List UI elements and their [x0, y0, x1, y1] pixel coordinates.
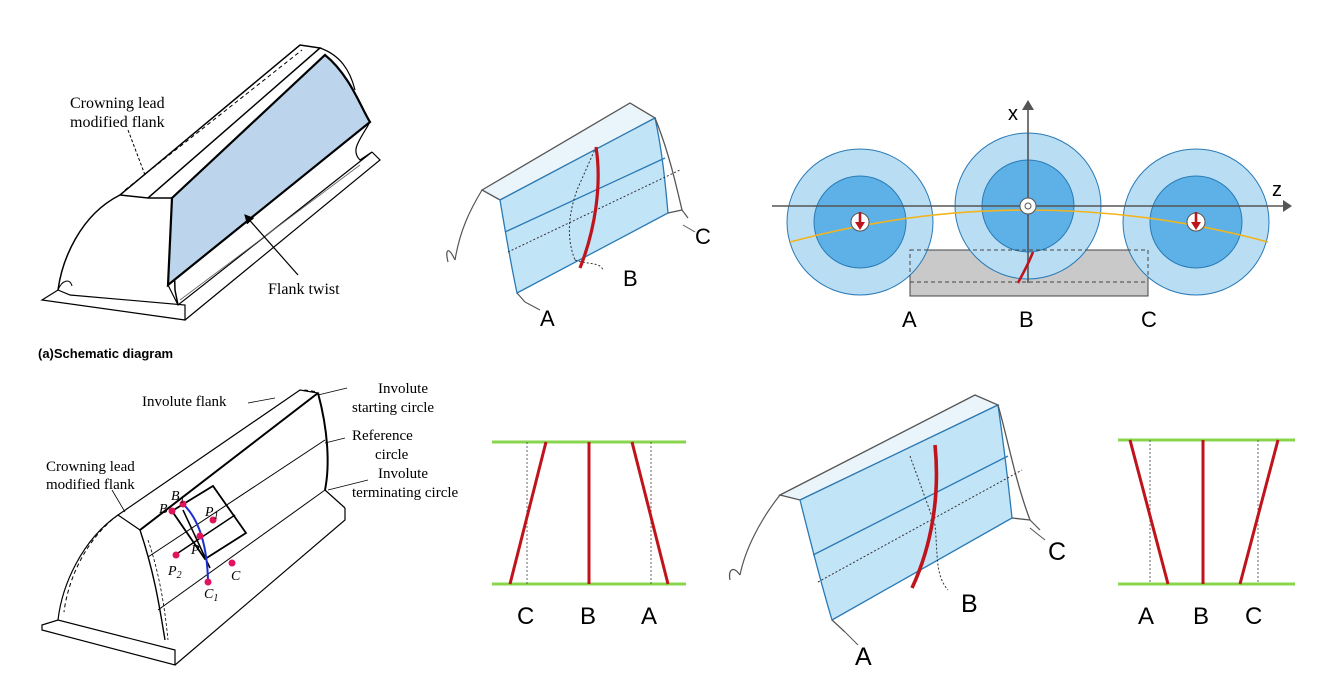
point-b-label: B [159, 502, 168, 517]
tooth-bottom-label-c: C [1048, 538, 1066, 566]
axis-x-label: x [1008, 103, 1018, 125]
ref-circle-label-2: circle [375, 447, 409, 463]
tooth-3d-top [446, 102, 696, 311]
point-c1-label: C1 [204, 587, 218, 604]
flank-twist-arrow [244, 214, 299, 276]
lines-left-label-1: C [517, 603, 534, 630]
point-c-label: C [231, 569, 241, 584]
point-p1 [209, 516, 217, 524]
lines-right-label-1: A [1138, 603, 1154, 630]
start-circle-label-1: Involute [378, 381, 428, 397]
ref-circle-label-1: Reference [352, 428, 413, 444]
panel-b-tooth [41, 389, 346, 666]
tooth-top-label-c: C [695, 224, 711, 249]
ref-circle-leader [324, 437, 346, 444]
crowning-label-2: modified flank [70, 114, 165, 131]
lines-right-label-2: B [1193, 603, 1209, 630]
point-c [228, 559, 236, 567]
wheels-label-c: C [1141, 307, 1157, 332]
crowning-label-1: Crowning lead [70, 95, 165, 112]
term-circle-leader [327, 479, 369, 491]
contact-line-left-c [508, 441, 548, 585]
point-b [168, 507, 176, 515]
point-c1 [204, 578, 212, 586]
crowning-b-label-2: modified flank [46, 477, 135, 493]
contact-lines-right [1118, 438, 1295, 586]
term-circle-label-2: terminating circle [352, 485, 459, 501]
lines-left-label-2: B [580, 603, 596, 630]
point-p [196, 532, 204, 540]
wheels-diagram [772, 100, 1292, 297]
start-circle-label-2: starting circle [352, 400, 434, 416]
tooth-top-label-b: B [623, 266, 638, 291]
point-p2-label: P2 [167, 564, 182, 581]
tooth-top-label-a: A [540, 306, 555, 331]
panel-a-tooth [40, 44, 381, 321]
point-b1-label: B1 [171, 489, 185, 506]
tooth-3d-bottom [728, 394, 1046, 646]
contact-lines-left [492, 440, 686, 586]
crowning-b-label-1: Crowning lead [46, 459, 135, 475]
involute-flank-leader [247, 397, 276, 404]
contact-line-right-c [1238, 439, 1280, 585]
panel-a-caption: (a)Schematic diagram [38, 346, 173, 361]
lines-right-label-3: C [1245, 603, 1262, 630]
axis-z-label: z [1272, 179, 1282, 201]
point-b1 [179, 500, 187, 508]
tooth-bottom-label-a: A [855, 643, 872, 671]
contact-line-right-a [1128, 439, 1170, 585]
term-circle-label-1: Involute [378, 466, 428, 482]
panel-b-points [168, 500, 236, 586]
wheels-label-a: A [902, 307, 917, 332]
point-p1-label: P1 [204, 505, 219, 522]
crowning-b-leader [111, 489, 126, 513]
contact-line-left-a [630, 441, 670, 585]
wheels-label-b: B [1019, 307, 1034, 332]
point-p2 [172, 551, 180, 559]
crowning-leader [127, 129, 146, 176]
start-circle-leader [317, 387, 348, 396]
lines-left-label-3: A [641, 603, 657, 630]
involute-flank-label: Involute flank [142, 394, 227, 410]
flank-twist-label: Flank twist [268, 281, 340, 298]
tooth-bottom-label-b: B [961, 590, 978, 618]
point-p-label: P [190, 543, 200, 558]
